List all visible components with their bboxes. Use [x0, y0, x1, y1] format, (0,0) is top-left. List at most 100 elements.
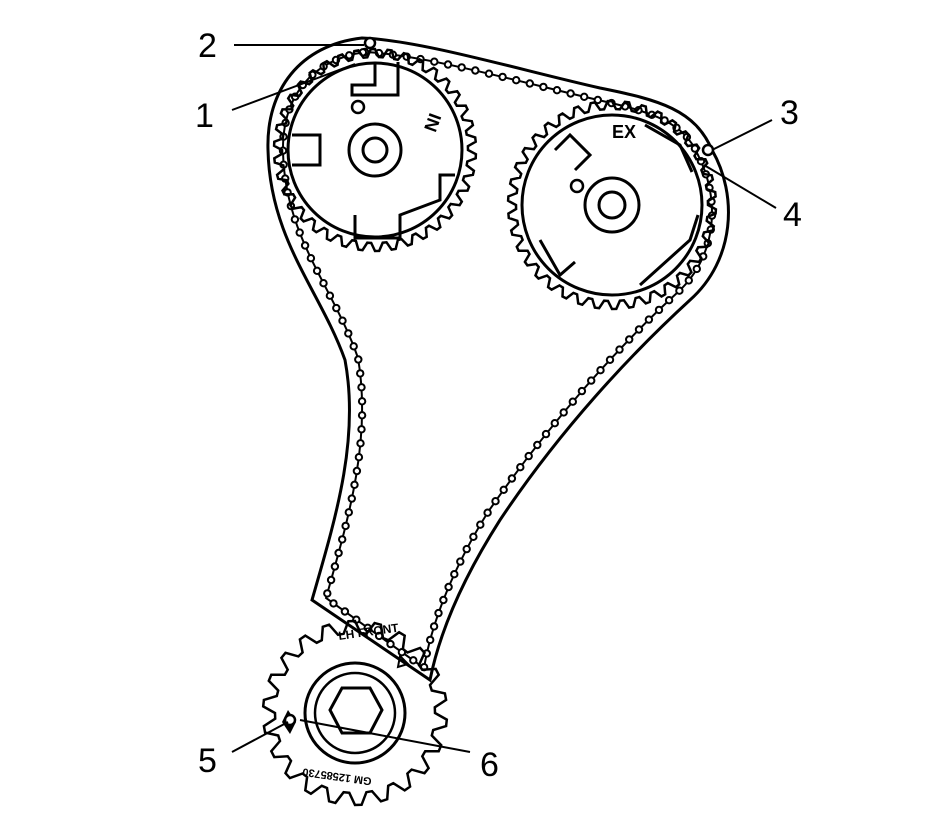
chain-roller	[450, 570, 459, 579]
chain-roller	[338, 535, 347, 544]
chain-roller	[350, 480, 359, 489]
chain-roller	[357, 425, 366, 434]
intake-alignment-hole	[350, 99, 366, 115]
chain-roller	[409, 656, 418, 665]
chain-roller	[323, 589, 332, 598]
leader-3	[711, 119, 773, 151]
callout-numbers: 1 2 3 4 5 6	[195, 27, 802, 784]
chain-roller	[357, 397, 367, 406]
callout-4: 4	[783, 196, 802, 234]
callout-leaders	[231, 44, 777, 753]
leader-5	[231, 721, 289, 753]
chain-roller	[507, 474, 517, 483]
chain-inner-rail	[281, 50, 713, 670]
chain-roller	[357, 383, 366, 392]
exhaust-sprocket-bolt-hole	[597, 190, 627, 220]
chain-roller	[476, 520, 485, 529]
chain-roller	[498, 72, 507, 82]
intake-reluctor-wheel	[292, 62, 455, 240]
chain-roller	[332, 303, 341, 313]
exhaust-sprocket-face	[520, 113, 704, 297]
chain-roller	[577, 386, 587, 396]
callout-5: 5	[198, 742, 217, 780]
chain-roller	[684, 276, 693, 285]
chain-roller	[312, 266, 322, 275]
leader-4	[703, 164, 777, 209]
chain-roller	[469, 532, 478, 541]
chain-roller	[499, 485, 508, 494]
chain-roller	[471, 66, 480, 75]
chain-roller	[430, 57, 439, 66]
chain-roller	[484, 69, 494, 78]
exhaust-alignment-hole	[569, 178, 585, 194]
chain-roller	[429, 622, 439, 631]
chain-roller	[325, 291, 335, 300]
chain-roller	[356, 439, 365, 448]
chain-roller	[426, 635, 435, 645]
chain-roller	[692, 264, 701, 274]
intake-cam-sprocket: IN	[272, 47, 478, 253]
chain-roller	[596, 366, 605, 375]
chain-roller	[550, 419, 559, 428]
chain-roller	[295, 228, 304, 237]
chain-roller	[319, 279, 328, 288]
chain-roller	[349, 342, 358, 351]
chain-roller	[357, 411, 367, 420]
crank-sprocket-hub	[303, 661, 407, 765]
intake-sprocket-bolt-hole	[361, 136, 389, 164]
chain-roller	[566, 89, 575, 98]
chain-roller	[345, 51, 354, 60]
chain-roller	[347, 494, 356, 503]
chain-roller	[654, 305, 664, 315]
intake-sprocket-teeth	[272, 47, 478, 253]
chain-roller	[516, 463, 525, 472]
intake-sprocket-face	[286, 61, 464, 239]
chain-roller	[512, 76, 521, 85]
intake-chain-mark	[363, 36, 377, 50]
exhaust-chain-mark	[701, 143, 715, 157]
chain-roller	[338, 316, 347, 325]
chain-roller	[625, 335, 634, 344]
chain-roller	[615, 345, 624, 354]
exhaust-sprocket-hub	[583, 176, 641, 234]
chain-roller	[340, 607, 350, 616]
chain-roller	[533, 440, 542, 450]
chain-roller	[439, 595, 448, 605]
chain-roller	[329, 599, 338, 608]
chain-roller	[462, 544, 471, 554]
chain-roller	[559, 408, 568, 417]
chain-roller	[306, 254, 316, 263]
chain-roller	[675, 286, 684, 295]
chain-roller	[352, 466, 362, 476]
callout-6: 6	[480, 746, 499, 784]
chain-roller	[443, 60, 453, 69]
leader-1	[231, 63, 356, 111]
timing-chain	[266, 36, 730, 683]
chain-roller	[483, 508, 492, 517]
chain-roller	[491, 497, 500, 506]
exhaust-reluctor-wheel	[538, 123, 700, 287]
chain-roller	[330, 562, 340, 571]
crankshaft-sprocket: LH FRONT GM 12585730	[261, 619, 449, 807]
crank-sprocket-bore	[313, 671, 397, 755]
leader-6	[299, 719, 471, 753]
intake-sprocket-hub	[347, 122, 403, 178]
exhaust-sprocket-teeth	[506, 99, 718, 311]
chain-roller	[525, 79, 534, 88]
chain-roller	[290, 215, 300, 224]
exhaust-cam-sprocket: EX	[506, 99, 718, 311]
chain-roller	[341, 521, 350, 531]
chain-roller	[605, 355, 615, 364]
crank-sprocket-part-number: GM 12585730	[302, 765, 373, 787]
chain-roller	[539, 82, 548, 92]
chain-roller	[444, 582, 453, 592]
exhaust-sprocket-label: EX	[612, 122, 636, 142]
chain-roller	[354, 453, 364, 462]
chain-roller	[634, 325, 644, 334]
chain-roller	[456, 557, 465, 566]
chain-outer-rail	[266, 36, 730, 683]
chain-roller	[593, 95, 602, 105]
chain-roller	[587, 376, 596, 385]
chain-roller	[664, 296, 674, 305]
